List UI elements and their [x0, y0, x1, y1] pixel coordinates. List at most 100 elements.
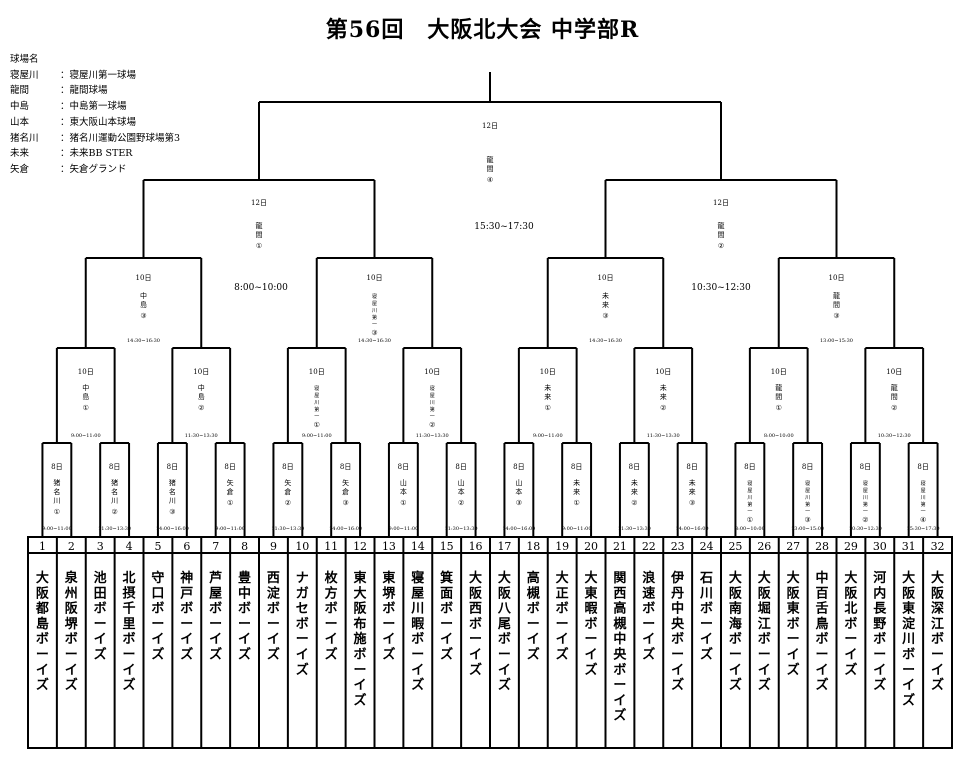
- match-number: ①: [83, 404, 89, 412]
- match-venue: 山本: [515, 478, 522, 496]
- team-name: 石川ボーイズ: [699, 571, 713, 663]
- match-time: 10:30~12:30: [691, 283, 751, 293]
- team-name: 大阪東ボーイズ: [787, 570, 801, 678]
- match-number: ①: [400, 499, 406, 507]
- venue-legend-header: 球場名: [10, 54, 39, 65]
- venue-value: ：中島第一球場: [60, 101, 127, 113]
- match-time: 15:30~17:30: [474, 222, 534, 232]
- team-number: 7: [212, 540, 219, 553]
- match-venue: 未来: [631, 478, 638, 496]
- team-number: 17: [497, 540, 511, 553]
- match-time: 11:30~13:30: [185, 433, 218, 439]
- match-day: 8日: [224, 463, 235, 471]
- match-time: 9:00~11:00: [388, 526, 418, 532]
- match-time: 11:30~13:30: [647, 433, 680, 439]
- team-name: 西淀ボーイズ: [267, 571, 281, 663]
- match-time: 10:30~12:30: [849, 526, 882, 532]
- match-number: ①: [573, 499, 579, 507]
- match-day: 8日: [455, 463, 466, 471]
- match-number: ①: [747, 516, 753, 524]
- match-number: ②: [718, 242, 724, 250]
- match-number: ③: [169, 508, 175, 516]
- match-time: 8:00~10:00: [234, 283, 288, 293]
- team-number: 8: [241, 540, 248, 553]
- match-number: ③: [371, 329, 377, 337]
- match-venue: 猪名川: [53, 478, 60, 505]
- match-time: 14:00~16:00: [676, 526, 709, 532]
- match-day: 10日: [886, 368, 902, 376]
- team-name: 大阪八尾ボーイズ: [497, 570, 512, 693]
- match-day: 8日: [167, 463, 178, 471]
- team-name: 大阪深江ボーイズ: [931, 570, 945, 693]
- team-number: 21: [613, 540, 627, 553]
- match-day: 10日: [424, 368, 440, 376]
- match-time: 14:30~16:30: [358, 338, 391, 344]
- match-venue: 龍間: [775, 383, 782, 401]
- match-number: ③: [804, 516, 810, 524]
- match-time: 10:30~12:30: [878, 433, 911, 439]
- page-title: 第56回 大阪北大会 中学部R: [325, 17, 640, 43]
- match-day: 10日: [540, 368, 556, 376]
- team-name: 大阪堀江ボーイズ: [758, 570, 772, 693]
- match-venue: 未来: [660, 383, 667, 401]
- match-day: 8日: [109, 463, 120, 471]
- match-venue: 龍間: [487, 155, 494, 173]
- match-time: 14:30~16:30: [127, 338, 160, 344]
- venue-legend-row: 未来 ：未来BB STER: [10, 146, 180, 162]
- match-time: 8:00~10:00: [735, 526, 765, 532]
- team-name: 守口ボーイズ: [151, 570, 164, 663]
- venue-legend-row: 山本：東大阪山本球場: [10, 115, 180, 131]
- venue-value: ：寝屋川第一球場: [60, 69, 137, 81]
- match-number: ②: [862, 516, 868, 524]
- team-name: 大阪北ボーイズ: [844, 570, 858, 678]
- match-venue: 龍間: [833, 291, 840, 309]
- match-time: 9:00~11:00: [42, 526, 72, 532]
- team-number: 22: [642, 540, 656, 553]
- match-day: 10日: [193, 368, 209, 376]
- match-venue: 未来: [573, 478, 580, 496]
- venue-legend-row: 猪名川：猪名川運動公園野球場第3: [10, 131, 180, 147]
- team-name: 中百舌鳥ボーイズ: [816, 570, 829, 693]
- team-number: 28: [815, 540, 829, 553]
- team-name: 池田ボーイズ: [94, 570, 107, 663]
- match-number: ②: [891, 404, 897, 412]
- team-number: 32: [931, 540, 945, 553]
- team-name: 東大阪布施ボーイズ: [354, 570, 368, 708]
- match-day: 8日: [571, 463, 582, 471]
- match-venue: 猪名川: [169, 478, 176, 505]
- match-day: 8日: [744, 463, 755, 471]
- match-day: 12日: [713, 199, 729, 207]
- team-number: 10: [295, 540, 309, 553]
- match-venue: 寝屋川第一: [805, 480, 810, 515]
- team-name: 伊丹中央ボーイズ: [670, 570, 685, 693]
- match-venue: 未来: [602, 291, 609, 309]
- match-day: 10日: [309, 368, 325, 376]
- match-time: 14:00~16:00: [329, 526, 362, 532]
- team-name: 大阪南海ボーイズ: [729, 570, 743, 693]
- venue-value: ：未来BB STER: [60, 148, 133, 160]
- team-name: 大阪都島ボーイズ: [35, 570, 50, 693]
- team-number: 20: [584, 540, 598, 553]
- match-time: 9:00~11:00: [562, 526, 592, 532]
- venue-value: ：東大阪山本球場: [60, 116, 137, 128]
- match-time: 11:30~13:30: [416, 433, 449, 439]
- match-time: 9:00~11:00: [71, 433, 101, 439]
- match-venue: 龍間: [256, 221, 263, 239]
- match-number: ①: [227, 499, 233, 507]
- team-number: 30: [873, 540, 887, 553]
- match-venue: 中島: [140, 291, 147, 309]
- team-name: 河内長野ボーイズ: [873, 570, 887, 693]
- match-time: 9:00~11:00: [215, 526, 245, 532]
- match-day: 10日: [598, 274, 614, 282]
- venue-legend-row: 中島：中島第一球場: [10, 99, 180, 115]
- team-name: 芦屋ボーイズ: [209, 570, 222, 663]
- venue-key: 龍間: [10, 85, 30, 97]
- venue-key: 未来: [10, 148, 30, 160]
- match-day: 10日: [136, 274, 152, 282]
- match-time: 13:00~15:30: [820, 338, 853, 344]
- match-day: 10日: [367, 274, 383, 282]
- match-time: 11:30~13:30: [445, 526, 478, 532]
- match-number: ①: [54, 508, 60, 516]
- match-time: 14:00~16:00: [156, 526, 189, 532]
- match-venue: 中島: [198, 383, 205, 401]
